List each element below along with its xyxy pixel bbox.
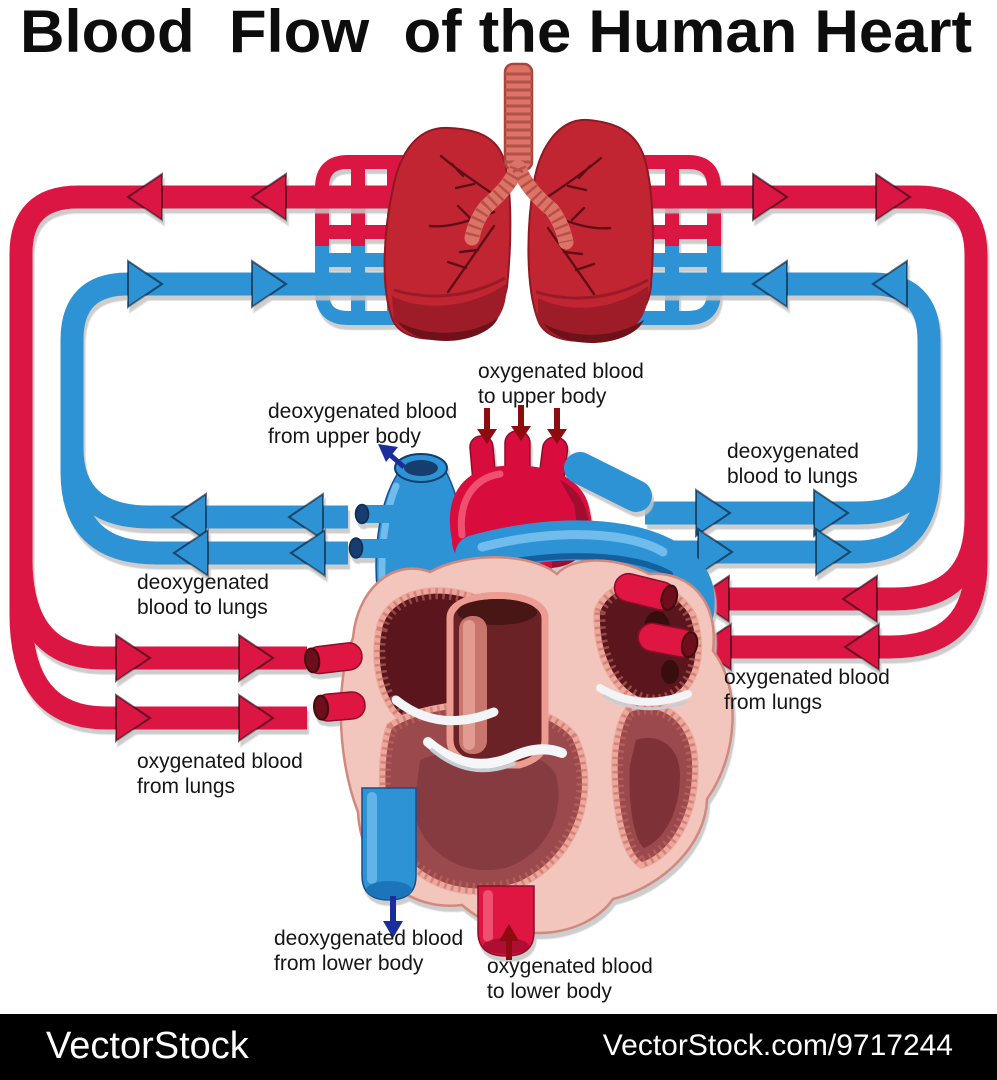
label-deoxygenated-to-lungs-right: deoxygenated xyxy=(727,440,859,463)
flow-arrowhead xyxy=(115,633,152,683)
right-lung xyxy=(527,118,654,343)
heart-illustration xyxy=(304,430,734,957)
flow-arrowhead xyxy=(172,528,209,578)
descending-aorta-tube xyxy=(477,885,535,957)
trachea xyxy=(464,62,574,250)
pulmonary-trunk-tube xyxy=(446,592,549,769)
flow-arrowhead xyxy=(875,172,912,222)
flow-arrowhead xyxy=(127,259,164,309)
deoxygenated-pipe-left xyxy=(60,272,450,565)
label-deoxygenated-from-lower: deoxygenated blood xyxy=(274,927,463,950)
label-oxygenated-from-lungs-right-line2: from lungs xyxy=(724,691,822,714)
flow-arrowhead xyxy=(751,259,788,309)
flow-arrowhead xyxy=(126,172,163,222)
vectorstock-logo: VectorStock xyxy=(46,1025,250,1067)
label-oxygenated-from-lungs-right: oxygenated blood xyxy=(724,666,890,689)
flow-arrowheads-red xyxy=(115,172,912,743)
label-deoxygenated-from-upper-line2: from upper body xyxy=(268,425,421,448)
heart-valves xyxy=(391,684,692,773)
flow-arrowheads-blue xyxy=(127,259,908,578)
label-oxygenated-to-upper: oxygenated blood xyxy=(478,360,644,383)
inferior-vena-cava-tube xyxy=(361,787,417,901)
label-deoxygenated-from-lower-line2: from lower body xyxy=(274,952,424,975)
flow-arrowhead xyxy=(251,259,288,309)
label-oxygenated-from-lungs-left-line2: from lungs xyxy=(137,775,235,798)
flow-arrowhead xyxy=(115,693,152,743)
left-lung-veins xyxy=(428,154,498,294)
flow-arrowhead xyxy=(841,574,878,624)
vectorstock-credit: VectorStock.com/9717244 xyxy=(603,1029,953,1062)
page-title: Blood Flow of the Human Heart xyxy=(20,0,972,65)
left-lung xyxy=(383,126,512,341)
label-deoxygenated-to-lungs-left: deoxygenated xyxy=(137,571,269,594)
flow-arrowhead xyxy=(287,492,324,542)
label-oxygenated-to-lower: oxygenated blood xyxy=(487,955,653,978)
label-oxygenated-from-lungs-left: oxygenated blood xyxy=(137,750,303,773)
down-arrow-icon-ivc xyxy=(383,896,403,938)
flow-arrowhead xyxy=(695,488,732,538)
annotation-arrows xyxy=(378,405,567,960)
diagram-labels: oxygenated blood to upper body deoxygena… xyxy=(137,360,890,1003)
label-oxygenated-to-upper-line2: to upper body xyxy=(478,385,607,408)
pulmonary-vein-stubs xyxy=(304,572,699,722)
flow-arrowhead xyxy=(697,527,734,577)
right-lung-veins xyxy=(544,156,612,296)
circulation-pipes xyxy=(9,172,988,743)
lungs-illustration xyxy=(383,62,654,343)
label-deoxygenated-to-lungs-left-line2: blood to lungs xyxy=(137,596,268,619)
flow-arrowhead xyxy=(238,633,275,683)
oxygenated-pipe-right xyxy=(604,185,988,659)
oxygenated-pipe-left xyxy=(9,185,450,730)
watermark-bar: VectorStock VectorStock.com/9717244 xyxy=(0,1014,997,1080)
down-arrow-icons-aorta xyxy=(477,405,567,444)
flow-arrowhead xyxy=(843,622,880,672)
label-oxygenated-to-lower-line2: to lower body xyxy=(487,980,612,1003)
flow-arrowhead xyxy=(170,492,207,542)
flow-arrowhead xyxy=(752,172,789,222)
right-bronchus xyxy=(511,160,574,250)
label-deoxygenated-from-upper: deoxygenated blood xyxy=(268,400,457,423)
flow-arrowhead xyxy=(871,259,908,309)
trachea-ribs xyxy=(505,72,532,164)
up-left-arrow-icon xyxy=(378,444,406,469)
flow-arrowhead xyxy=(289,528,326,578)
flow-arrowhead xyxy=(250,172,287,222)
flow-arrowhead xyxy=(815,527,852,577)
svc-branch-stubs xyxy=(348,503,404,559)
watermark-background xyxy=(0,1014,997,1080)
flow-arrowhead xyxy=(238,693,275,743)
flow-arrowhead xyxy=(813,488,850,538)
label-deoxygenated-to-lungs-right-line2: blood to lungs xyxy=(727,465,858,488)
up-arrow-icon-aorta xyxy=(499,924,519,960)
